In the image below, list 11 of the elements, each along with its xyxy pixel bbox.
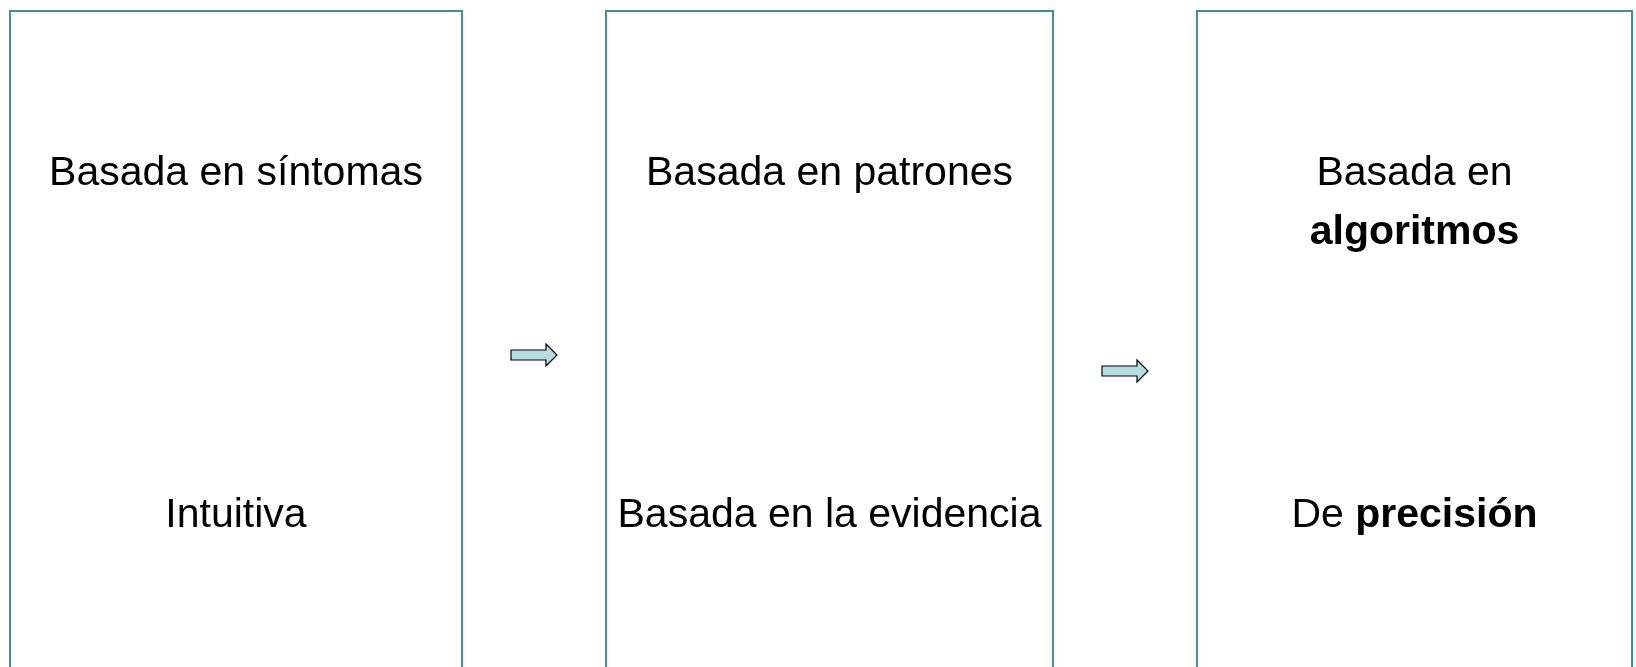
- card-background: [9, 10, 463, 667]
- block-arrow: [510, 342, 558, 368]
- box-text: Basada en patrones: [645, 147, 1014, 196]
- block-arrow: [1101, 358, 1149, 384]
- box-text: De precisión: [1290, 489, 1539, 538]
- box-text: Intuitiva: [164, 489, 308, 538]
- card-background: [1196, 10, 1633, 667]
- card-background: [605, 10, 1054, 667]
- box-text: Basada en síntomas: [48, 147, 424, 196]
- box-text: Basada en algoritmos: [1308, 147, 1521, 255]
- box-text: Basada en la evidencia: [617, 489, 1042, 538]
